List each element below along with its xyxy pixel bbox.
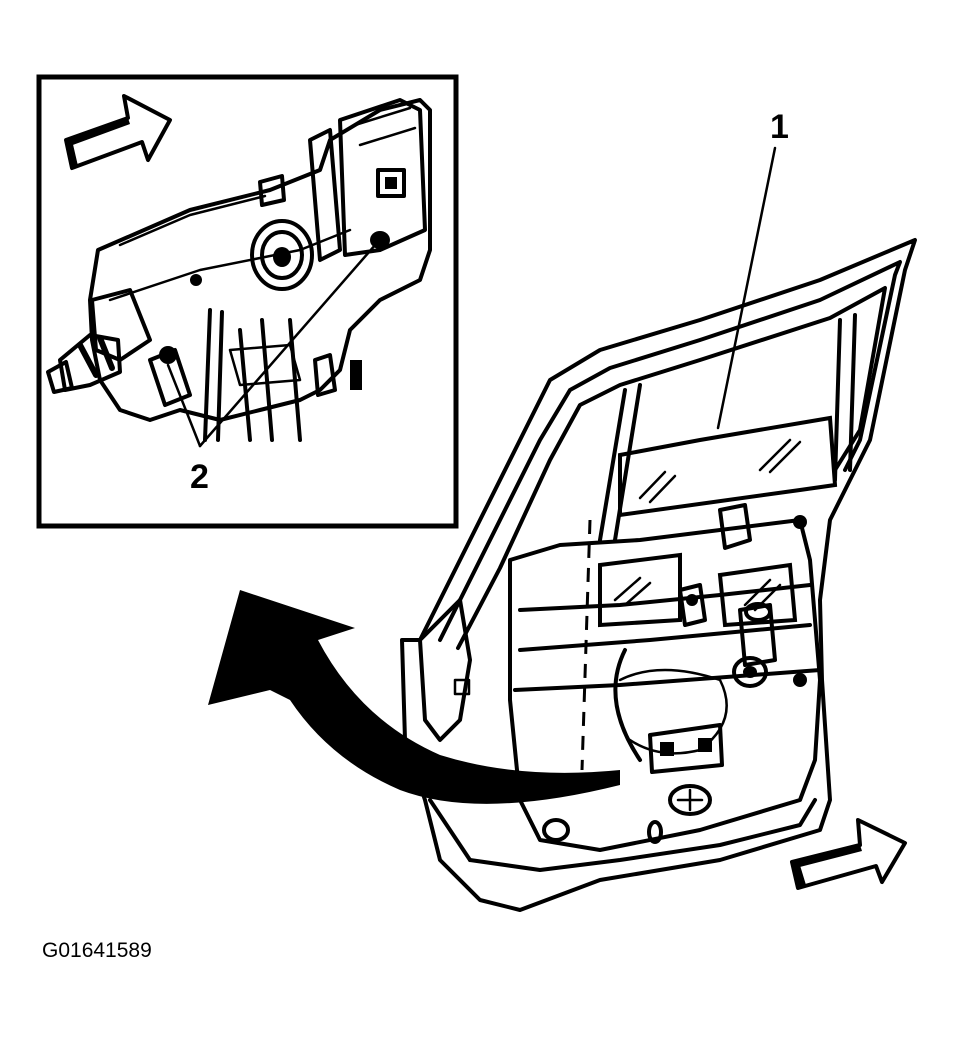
- zoom-arrow: [208, 590, 620, 804]
- callout-1: 1: [716, 108, 789, 430]
- callout-2-leaders: [166, 242, 378, 448]
- figure-id: G01641589: [42, 939, 152, 962]
- detail-inset: 2: [36, 74, 459, 529]
- glass-hatch: [638, 438, 802, 504]
- inset-direction-arrow: [64, 94, 172, 170]
- callout-1-label: 1: [770, 108, 789, 146]
- door-assembly: [400, 238, 917, 912]
- door-outer-shell: [400, 238, 917, 912]
- door-direction-arrow: [790, 818, 907, 890]
- inner-panel: [508, 518, 822, 852]
- callout-2-label: 2: [190, 458, 209, 496]
- lock-actuator: [46, 98, 432, 442]
